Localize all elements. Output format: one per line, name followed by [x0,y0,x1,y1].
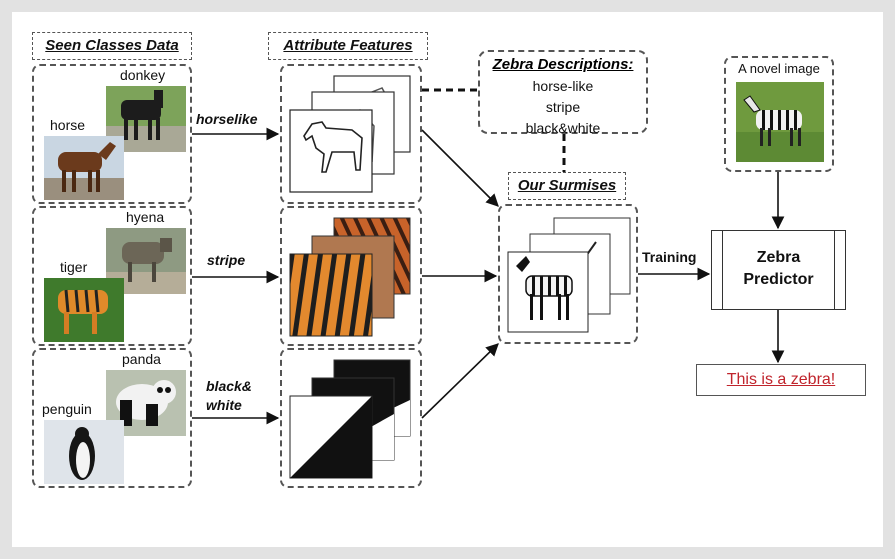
arrow-black-white-to-surmises [422,344,498,418]
arrow-layer [12,12,883,547]
arrow-horselike-to-surmises [422,130,498,206]
diagram-canvas: Seen Classes Data Attribute Features [12,12,883,547]
